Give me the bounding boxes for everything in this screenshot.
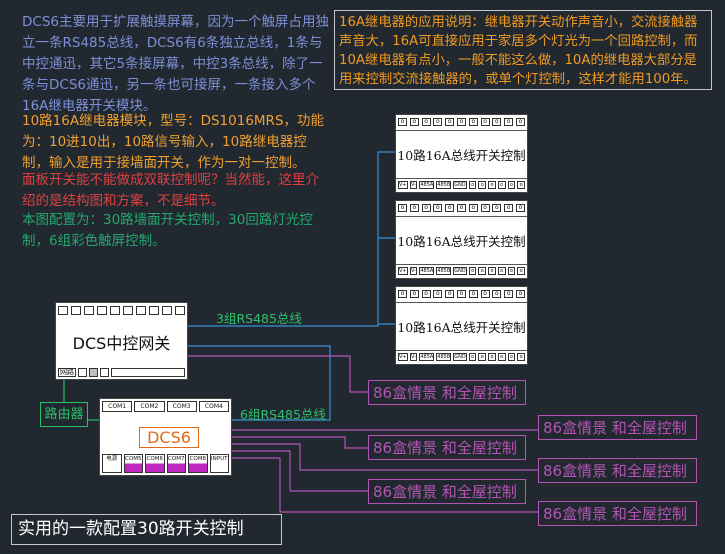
gateway-bottom-terminals: 网路 xyxy=(58,368,185,377)
bus-wire-scene-3 xyxy=(232,436,368,449)
intro-text: DCS6主要用于扩展触摸屏幕，因为一个触屏占用独立一条RS485总线，DCS6有… xyxy=(22,14,329,114)
module-description: 10路16A继电器模块，型号：DS1016MRS，功能为：10进10出，10路信… xyxy=(22,113,325,171)
bus-wire-scene-6 xyxy=(232,457,538,513)
bus-wire-scene-5 xyxy=(232,450,368,492)
bus-wire-dcs6 xyxy=(188,345,331,421)
footer-title: 实用的一款配置30路开关控制 xyxy=(11,514,282,545)
router: 路由器 xyxy=(40,402,88,427)
bus-wire-scene-4 xyxy=(232,443,538,471)
gateway-label: DCS中控网关 xyxy=(72,334,171,353)
panel-question: 面板开关能不能做成双联控制呢？当然能，这里介绍的是结构图和方案，不是细节。 xyxy=(22,172,319,209)
dcs6-bus-label: 6组RS485总线 xyxy=(240,407,326,422)
dcs-gateway: DCS中控网关 网路 xyxy=(55,302,188,380)
dcs6-module: COM1 COM2 COM3 COM4 DCS6 电源 COM5 COM6 CO… xyxy=(99,398,232,476)
dcs6-bottom-ports: 电源 COM5 COM6 COM7 COM8 INPUT xyxy=(102,454,229,473)
dcs6-com-ports: COM1 COM2 COM3 COM4 xyxy=(102,401,229,412)
relay-module-label: 10路16A总线开关控制 xyxy=(397,148,526,163)
gateway-bus-label: 3组RS485总线 xyxy=(216,311,302,326)
bus-wire-relay-1 xyxy=(188,151,395,327)
gateway-top-terminals xyxy=(58,306,185,316)
scene-control-box: 86盒情景 和全屋控制 xyxy=(538,415,697,440)
scene-control-box: 86盒情景 和全屋控制 xyxy=(538,501,697,526)
scene-control-box: 86盒情景 和全屋控制 xyxy=(538,458,697,483)
relay-module-label: 10路16A总线开关控制 xyxy=(397,234,526,249)
bus-wire-scene-1 xyxy=(188,355,368,393)
scene-control-box: 86盒情景 和全屋控制 xyxy=(368,479,526,504)
scene-control-box: 86盒情景 和全屋控制 xyxy=(368,380,526,405)
scene-control-box: 86盒情景 和全屋控制 xyxy=(368,435,526,460)
application-note: 16A继电器的应用说明：继电器开关动作声音小，交流接触器声音大，16A可直接应用… xyxy=(334,10,712,90)
relay-module-label: 10路16A总线开关控制 xyxy=(397,320,526,335)
config-summary: 本图配置为：30路墙面开关控制，30回路灯光控制，6组彩色触屏控制。 xyxy=(22,212,313,249)
gateway-port-label: 网路 xyxy=(58,368,76,377)
dcs6-label: DCS6 xyxy=(139,427,199,448)
